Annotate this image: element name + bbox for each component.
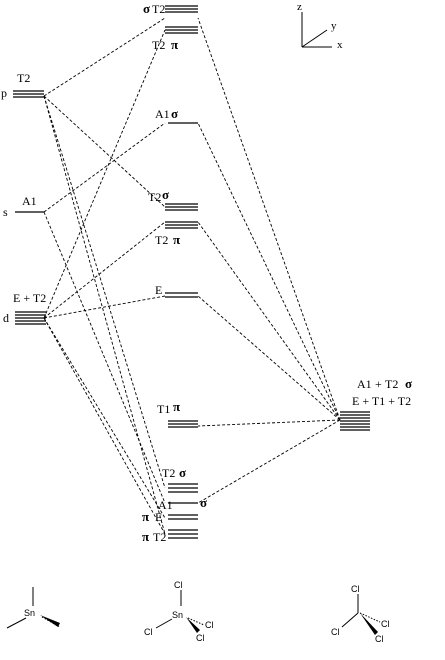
axes-indicator: z y x bbox=[297, 1, 343, 51]
mo-T2pi-mid-suffix: π bbox=[173, 232, 180, 247]
level-d-name: d bbox=[3, 311, 9, 325]
molecule-ccl4: Cl Cl Cl Cl bbox=[331, 584, 390, 644]
mo-level-E-mid bbox=[165, 292, 198, 298]
ligand-label-a1: A1 bbox=[357, 377, 372, 391]
mo-T2-low-prefix: π bbox=[142, 529, 149, 544]
mo-A1sigma-low-sym: A1 bbox=[158, 498, 173, 512]
correlation-lines bbox=[43, 17, 341, 535]
ccl4-cl-front: Cl bbox=[375, 634, 384, 644]
level-p bbox=[13, 90, 44, 98]
mo-A1sigma-sym: A1 bbox=[155, 107, 170, 121]
molecule-sncl4: Cl Sn Cl Cl Cl bbox=[144, 580, 214, 643]
level-p-sym: T2 bbox=[17, 71, 30, 85]
mo-A1sigma-suffix: σ bbox=[171, 106, 178, 121]
ligand-label-line2: E + T1 + T2 bbox=[352, 394, 411, 408]
mo-level-T2pi-mid bbox=[165, 221, 198, 229]
mo-T2sigma-low-sym: T2 bbox=[162, 466, 175, 480]
level-s-name: s bbox=[3, 205, 8, 219]
mo-E-mid-sym: E bbox=[155, 283, 162, 297]
mo-sT2-top-sym: T2 bbox=[152, 2, 165, 16]
ccl4-cl-right: Cl bbox=[381, 619, 390, 629]
sncl4-cl-left: Cl bbox=[144, 627, 153, 637]
ccl4-cl-left: Cl bbox=[331, 627, 340, 637]
mo-T2pi-mid-sym: T2 bbox=[155, 233, 168, 247]
level-p-name: p bbox=[1, 86, 7, 100]
mo-level-T2-low bbox=[168, 529, 198, 539]
mo-level-sT2-top bbox=[165, 5, 198, 13]
mo-T2sigma-mid-sym: T2 bbox=[148, 190, 161, 204]
sncl4-sn-symbol: Sn bbox=[172, 610, 183, 620]
y-axis bbox=[301, 29, 328, 48]
mo-T2sigma-mid-suffix: σ bbox=[162, 187, 169, 202]
ligand-label-t2: T2 bbox=[385, 377, 398, 391]
ligand-label-sigma: σ bbox=[405, 376, 412, 391]
mo-T2pi-top-suffix: π bbox=[171, 37, 178, 52]
ccl4-cl-top: Cl bbox=[351, 584, 360, 594]
mo-E-low-sym: E bbox=[155, 510, 162, 524]
sncl4-cl-right: Cl bbox=[205, 620, 214, 630]
mo-T1pi-suffix: π bbox=[173, 399, 180, 414]
z-axis-label: z bbox=[297, 1, 302, 13]
ligand-label-plus: + bbox=[375, 377, 382, 391]
mo-T2-low-sym: T2 bbox=[153, 530, 166, 544]
level-d-sym: E + T2 bbox=[13, 291, 46, 305]
mo-level-T2sigma-mid bbox=[165, 203, 198, 211]
x-axis-label: x bbox=[337, 39, 343, 51]
ligand-level bbox=[340, 411, 370, 431]
level-s-sym: A1 bbox=[22, 194, 37, 208]
mo-level-T1pi bbox=[168, 420, 198, 428]
mo-T2pi-top-sym: T2 bbox=[152, 38, 165, 52]
mo-T1pi-sym: T1 bbox=[157, 402, 170, 416]
level-d bbox=[15, 311, 46, 325]
mo-E-low-prefix: π bbox=[142, 509, 149, 524]
mo-T2sigma-low-suffix: σ bbox=[179, 465, 186, 480]
mo-A1sigma-low-suffix: σ bbox=[200, 495, 207, 510]
sncl4-cl-top: Cl bbox=[174, 580, 183, 590]
mo-sT2-top-prefix: σ bbox=[143, 1, 150, 16]
sn-left-symbol: Sn bbox=[24, 608, 35, 618]
molecule-sn-fragment: Sn bbox=[6, 587, 61, 629]
mo-level-T2sigma-low bbox=[168, 483, 198, 493]
mo-level-E-low bbox=[168, 514, 198, 520]
mo-level-T2pi-top bbox=[165, 26, 198, 34]
sncl4-cl-front: Cl bbox=[196, 633, 205, 643]
y-axis-label: y bbox=[331, 20, 337, 32]
